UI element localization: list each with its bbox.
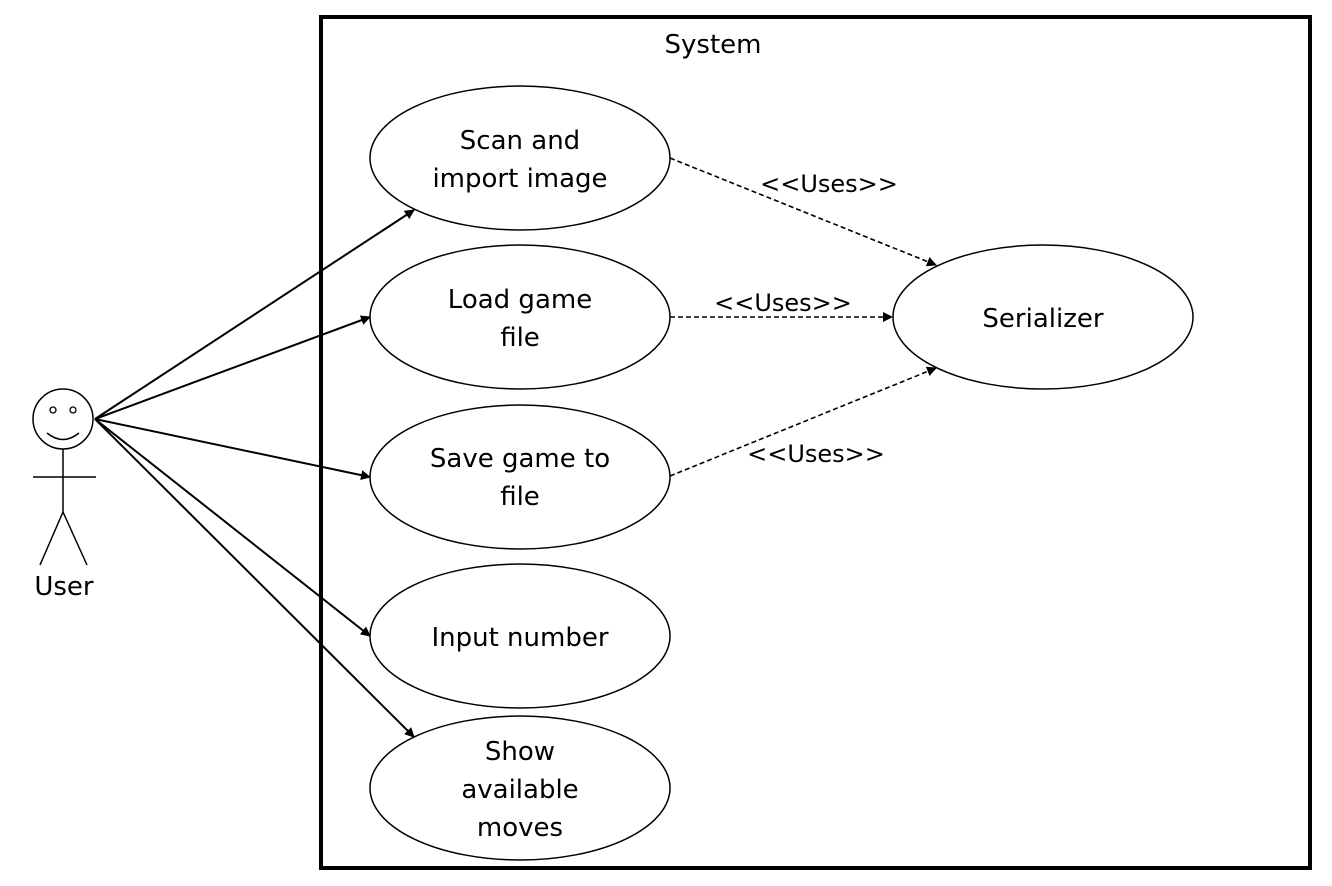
use-case-load-line-1: Load game	[448, 285, 592, 315]
use-case-show-line-1: Show	[485, 737, 555, 767]
use-case-load-line-2: file	[500, 323, 540, 353]
use-case-scan-line-2: import image	[432, 164, 607, 194]
actor-label: User	[34, 572, 94, 602]
use-case-scan-line-1: Scan and	[460, 126, 580, 156]
use-case-serializer: Serializer	[892, 244, 1194, 390]
actor-mouth	[46, 432, 80, 441]
system-boundary	[319, 15, 1312, 870]
actor-right-leg	[62, 511, 88, 566]
use-case-show-line-2: available	[461, 775, 578, 805]
actor-left-eye	[49, 406, 57, 414]
association-scan	[94, 209, 415, 420]
use-case-show-line-3: moves	[477, 813, 563, 843]
use-case-save-line-1: Save game to	[430, 444, 610, 474]
associations	[94, 209, 415, 738]
use-case-save: Save game to file	[369, 404, 671, 550]
use-case-load: Load game file	[369, 244, 671, 390]
association-input	[94, 418, 371, 637]
system-label: System	[665, 30, 762, 60]
association-save	[94, 418, 371, 481]
uses-label-1: <<Uses>>	[760, 170, 898, 198]
use-case-save-line-2: file	[500, 482, 540, 512]
uses-label-2: <<Uses>>	[714, 289, 852, 317]
use-case-input-line-1: Input number	[431, 623, 608, 653]
use-case-input: Input number	[369, 563, 671, 709]
uses-label-3: <<Uses>>	[747, 440, 885, 468]
actor-right-eye	[69, 406, 77, 414]
use-case-scan: Scan and import image	[369, 85, 671, 231]
association-load	[94, 315, 371, 420]
uses-dependencies	[669, 157, 937, 477]
serializer-label: Serializer	[982, 304, 1103, 334]
association-show	[94, 418, 415, 738]
use-case-show: Show available moves	[369, 715, 671, 861]
actor-left-leg	[39, 511, 64, 566]
actor-user	[32, 388, 96, 566]
